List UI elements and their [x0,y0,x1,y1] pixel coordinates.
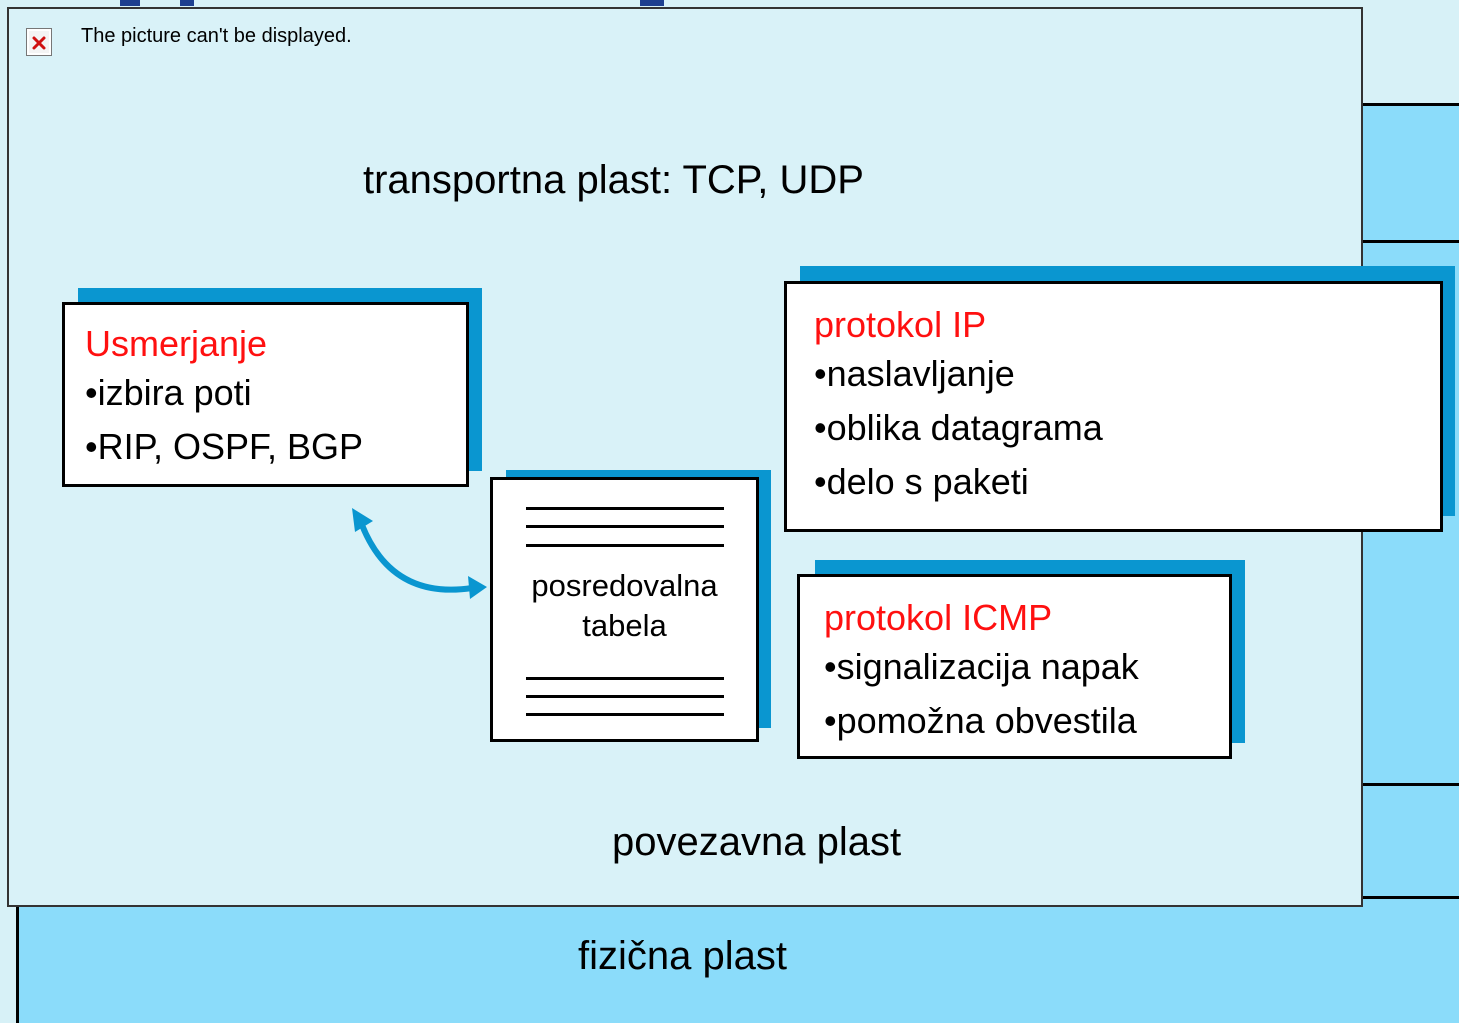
table-line [526,507,724,510]
broken-image-icon [26,28,52,56]
table-line [526,713,724,716]
ip-item: •oblika datagrama [814,407,1103,449]
table-line [526,525,724,528]
table-line [526,695,724,698]
routing-title: Usmerjanje [85,323,268,364]
table-line [526,677,724,680]
forwarding-table-line2: tabela [582,608,667,644]
broken-image-message: The picture can't be displayed. [81,25,352,47]
separator-link [16,896,1459,899]
separator-network [16,783,1459,786]
separator-transport [16,240,1459,243]
icmp-box: protokol ICMP •signalizacija napak •pomo… [797,574,1232,759]
icmp-item: •pomožna obvestila [824,700,1137,742]
table-line [526,544,724,547]
forwarding-table-label: posredovalna tabela [490,566,759,647]
ip-item: •delo s paketi [814,461,1029,503]
ip-item: •naslavljanje [814,353,1015,395]
heading-fragment [120,0,664,6]
forwarding-table-line1: posredovalna [531,568,718,603]
routing-item: •izbira poti [85,372,252,414]
routing-box: Usmerjanje •izbira poti •RIP, OSPF, BGP [62,302,469,487]
icmp-title: protokol ICMP [824,597,1053,638]
physical-layer-label: fizična plast [578,934,787,978]
icmp-item: •signalizacija napak [824,646,1139,688]
ip-box: protokol IP •naslavljanje •oblika datagr… [784,281,1443,532]
routing-item: •RIP, OSPF, BGP [85,426,364,468]
link-layer-label: povezavna plast [612,820,902,864]
transport-layer-label: transportna plast: TCP, UDP [363,158,864,202]
ip-title: protokol IP [814,304,987,345]
